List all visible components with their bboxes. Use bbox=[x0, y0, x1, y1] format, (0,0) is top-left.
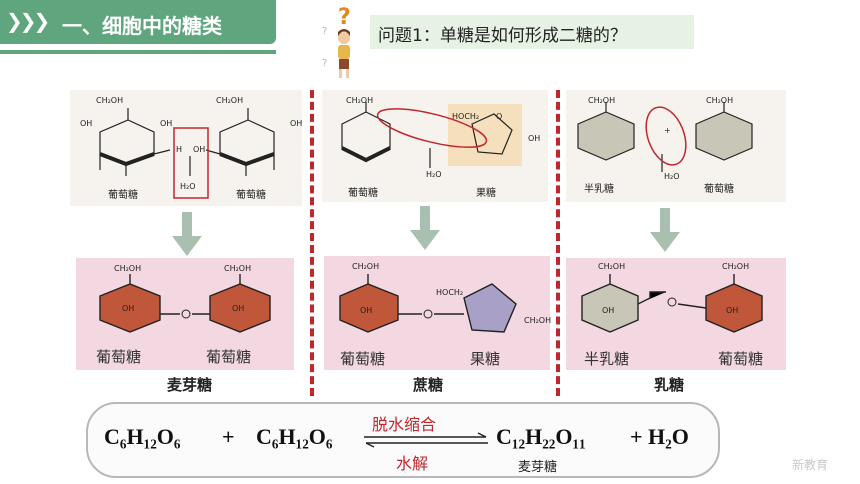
ch2oh-label: CH₂OH bbox=[588, 96, 616, 105]
hoch2-label: HOCH₂ bbox=[436, 288, 464, 297]
sucrose-ring-diagram bbox=[339, 274, 517, 333]
lactose-name: 乳糖 bbox=[654, 376, 685, 394]
left-monosaccharide-label: 半乳糖 bbox=[584, 184, 614, 195]
section-header bbox=[0, 0, 276, 44]
forward-condition: 脱水缩合 bbox=[372, 415, 437, 434]
left-result-label: 葡萄糖 bbox=[340, 350, 386, 368]
divider bbox=[556, 90, 560, 396]
divider bbox=[310, 90, 314, 396]
oh-label: OH bbox=[290, 119, 303, 128]
ch2oh-label: CH₂OH bbox=[96, 96, 124, 105]
svg-text:?: ? bbox=[322, 58, 327, 69]
ch2oh-label: CH₂OH bbox=[598, 262, 626, 271]
lactose-reaction-diagram bbox=[577, 102, 753, 172]
ch2oh-label: CH₂OH bbox=[524, 316, 552, 325]
ho-label: OH bbox=[193, 145, 206, 154]
reactant-2: C₆H₁₂O₆ bbox=[256, 424, 333, 449]
product-name: 麦芽糖 bbox=[518, 460, 558, 475]
question-person-icon: ? ? ? bbox=[322, 5, 351, 78]
left-result-label: 半乳糖 bbox=[584, 350, 630, 368]
plus-label: + bbox=[664, 126, 671, 135]
brand-logo: 新教育 bbox=[792, 458, 829, 472]
ch2oh-label: CH₂OH bbox=[216, 96, 244, 105]
hoch2-label: HOCH₂ bbox=[452, 112, 480, 121]
right-result-label: 果糖 bbox=[470, 350, 501, 368]
equation-box bbox=[86, 402, 720, 478]
o-label: O bbox=[496, 112, 503, 121]
left-monosaccharide-label: 葡萄糖 bbox=[348, 188, 378, 199]
oh-label: OH bbox=[726, 306, 739, 315]
sucrose-name: 蔗糖 bbox=[413, 376, 444, 394]
ch2oh-label: CH₂OH bbox=[114, 264, 142, 273]
question-box bbox=[370, 15, 694, 49]
maltose-ring-diagram bbox=[99, 274, 271, 333]
ch2oh-label: CH₂OH bbox=[352, 262, 380, 271]
sucrose-reaction-diagram bbox=[341, 102, 522, 168]
oh-label: OH bbox=[360, 306, 373, 315]
water-product: + H₂O bbox=[630, 424, 689, 449]
chevron-right-icon: ❯❯❯ bbox=[6, 9, 50, 33]
water-label: H₂O bbox=[180, 182, 196, 191]
product-formula: C₁₂H₂₂O₁₁ bbox=[496, 424, 586, 449]
ch2oh-label: CH₂OH bbox=[346, 96, 374, 105]
maltose-structure-panel bbox=[70, 90, 302, 206]
water-label: H₂O bbox=[664, 172, 680, 181]
header-underline bbox=[0, 50, 276, 54]
reverse-condition: 水解 bbox=[396, 454, 429, 473]
oh-label: OH bbox=[80, 119, 93, 128]
oh-label: OH bbox=[122, 304, 135, 313]
plus-sign: + bbox=[222, 424, 235, 449]
maltose-reaction-diagram bbox=[99, 108, 275, 199]
right-result-label: 葡萄糖 bbox=[718, 350, 764, 368]
oh-label: OH bbox=[232, 304, 245, 313]
h-label: H bbox=[176, 145, 183, 154]
right-result-label: 葡萄糖 bbox=[206, 348, 252, 366]
section-title: 一、细胞中的糖类 bbox=[62, 14, 222, 38]
down-arrow-icon bbox=[410, 206, 440, 250]
ch2oh-label: CH₂OH bbox=[722, 262, 750, 271]
water-label: H₂O bbox=[426, 170, 442, 179]
lactose-ring-diagram bbox=[581, 274, 763, 333]
down-arrow-icon bbox=[172, 212, 202, 256]
ch2oh-label: CH₂OH bbox=[706, 96, 734, 105]
reactant-1: C₆H₁₂O₆ bbox=[104, 424, 181, 449]
question-text: 问题1：单糖是如何形成二糖的？ bbox=[378, 26, 627, 46]
left-result-label: 葡萄糖 bbox=[96, 348, 142, 366]
right-monosaccharide-label: 葡萄糖 bbox=[704, 184, 734, 195]
maltose-name: 麦芽糖 bbox=[167, 376, 213, 394]
right-monosaccharide-label: 葡萄糖 bbox=[236, 190, 266, 201]
oh-label: OH bbox=[528, 134, 541, 143]
right-monosaccharide-label: 果糖 bbox=[476, 188, 496, 199]
svg-text:?: ? bbox=[338, 5, 351, 30]
down-arrow-icon bbox=[650, 208, 680, 252]
svg-text:?: ? bbox=[322, 26, 327, 37]
reversible-arrow-icon bbox=[364, 432, 488, 448]
left-monosaccharide-label: 葡萄糖 bbox=[108, 190, 138, 201]
oh-label: OH bbox=[602, 306, 615, 315]
ch2oh-label: CH₂OH bbox=[224, 264, 252, 273]
oh-label: OH bbox=[160, 119, 173, 128]
